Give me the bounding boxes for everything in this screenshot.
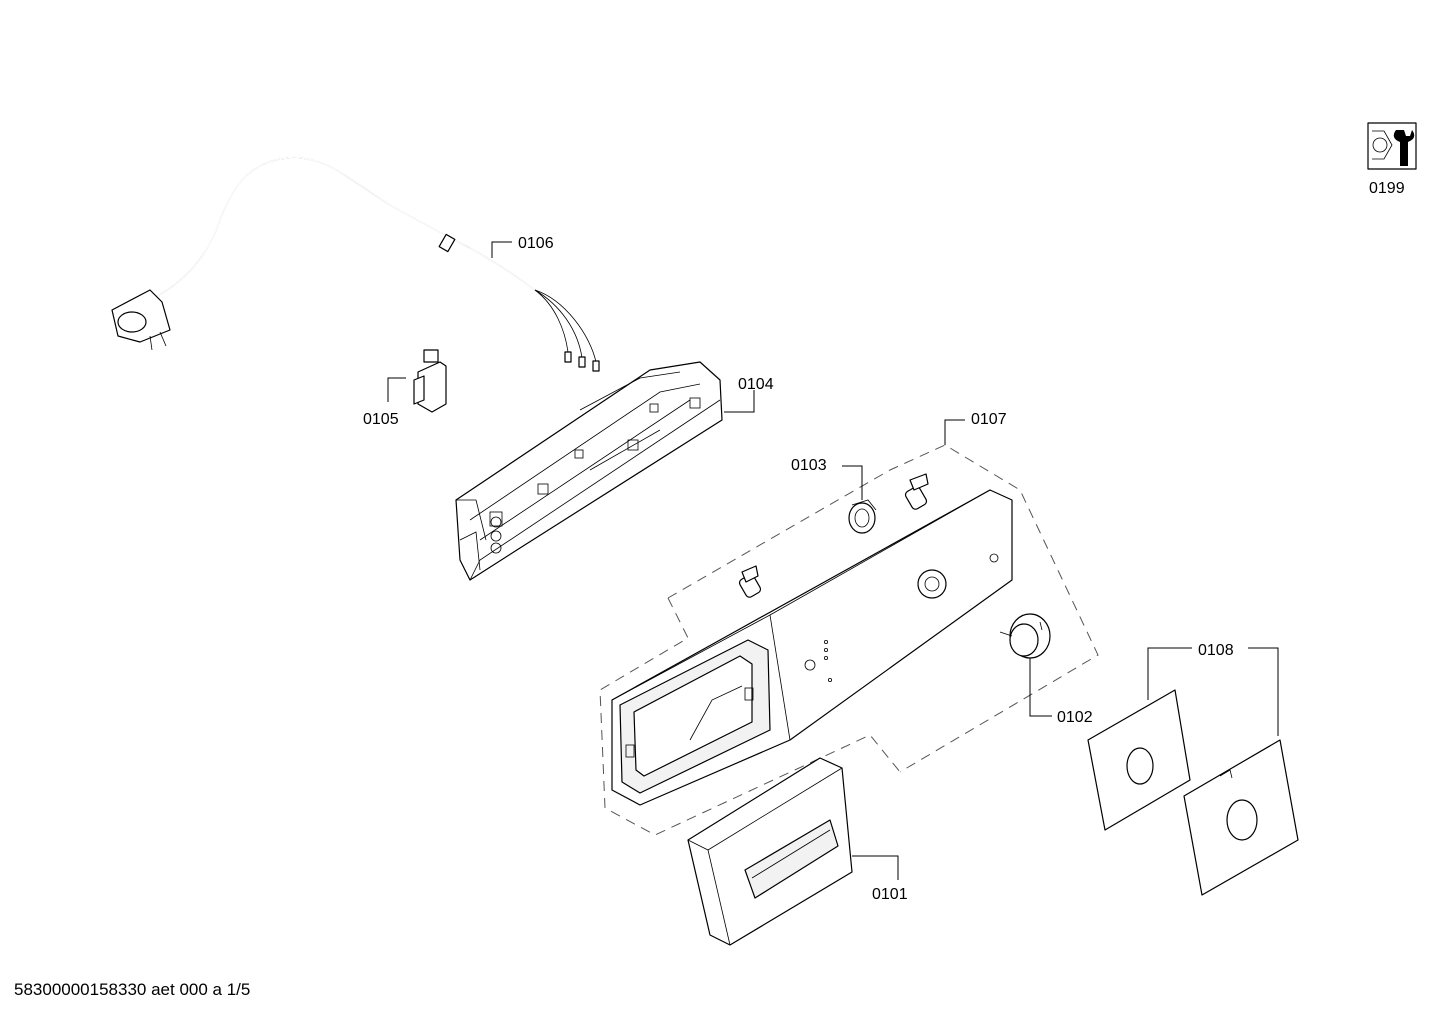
control-module-part[interactable] <box>455 361 723 581</box>
callout-0108[interactable]: 0108 <box>1198 642 1234 659</box>
callout-0106[interactable]: 0106 <box>518 235 554 252</box>
callout-0102[interactable]: 0102 <box>1057 709 1093 726</box>
callout-0104[interactable]: 0104 <box>738 376 774 393</box>
interference-filter-part[interactable] <box>413 349 447 413</box>
control-knob-part[interactable] <box>999 613 1051 659</box>
cover-panel-part[interactable] <box>1087 689 1299 896</box>
light-guide-part[interactable] <box>738 473 929 599</box>
power-cable-part[interactable] <box>111 157 600 372</box>
callout-0107[interactable]: 0107 <box>971 411 1007 428</box>
drawer-handle-part[interactable] <box>687 757 853 946</box>
wrench-nut-icon[interactable] <box>1367 122 1417 170</box>
control-panel-fascia-part[interactable] <box>599 444 1099 836</box>
callout-0101[interactable]: 0101 <box>872 886 908 903</box>
callout-0103[interactable]: 0103 <box>791 457 827 474</box>
callout-0199[interactable]: 0199 <box>1369 180 1405 197</box>
program-knob-insert-part[interactable] <box>848 499 877 534</box>
document-id: 58300000158330 aet 000 a 1/5 <box>14 980 251 999</box>
callout-0105[interactable]: 0105 <box>363 411 399 428</box>
